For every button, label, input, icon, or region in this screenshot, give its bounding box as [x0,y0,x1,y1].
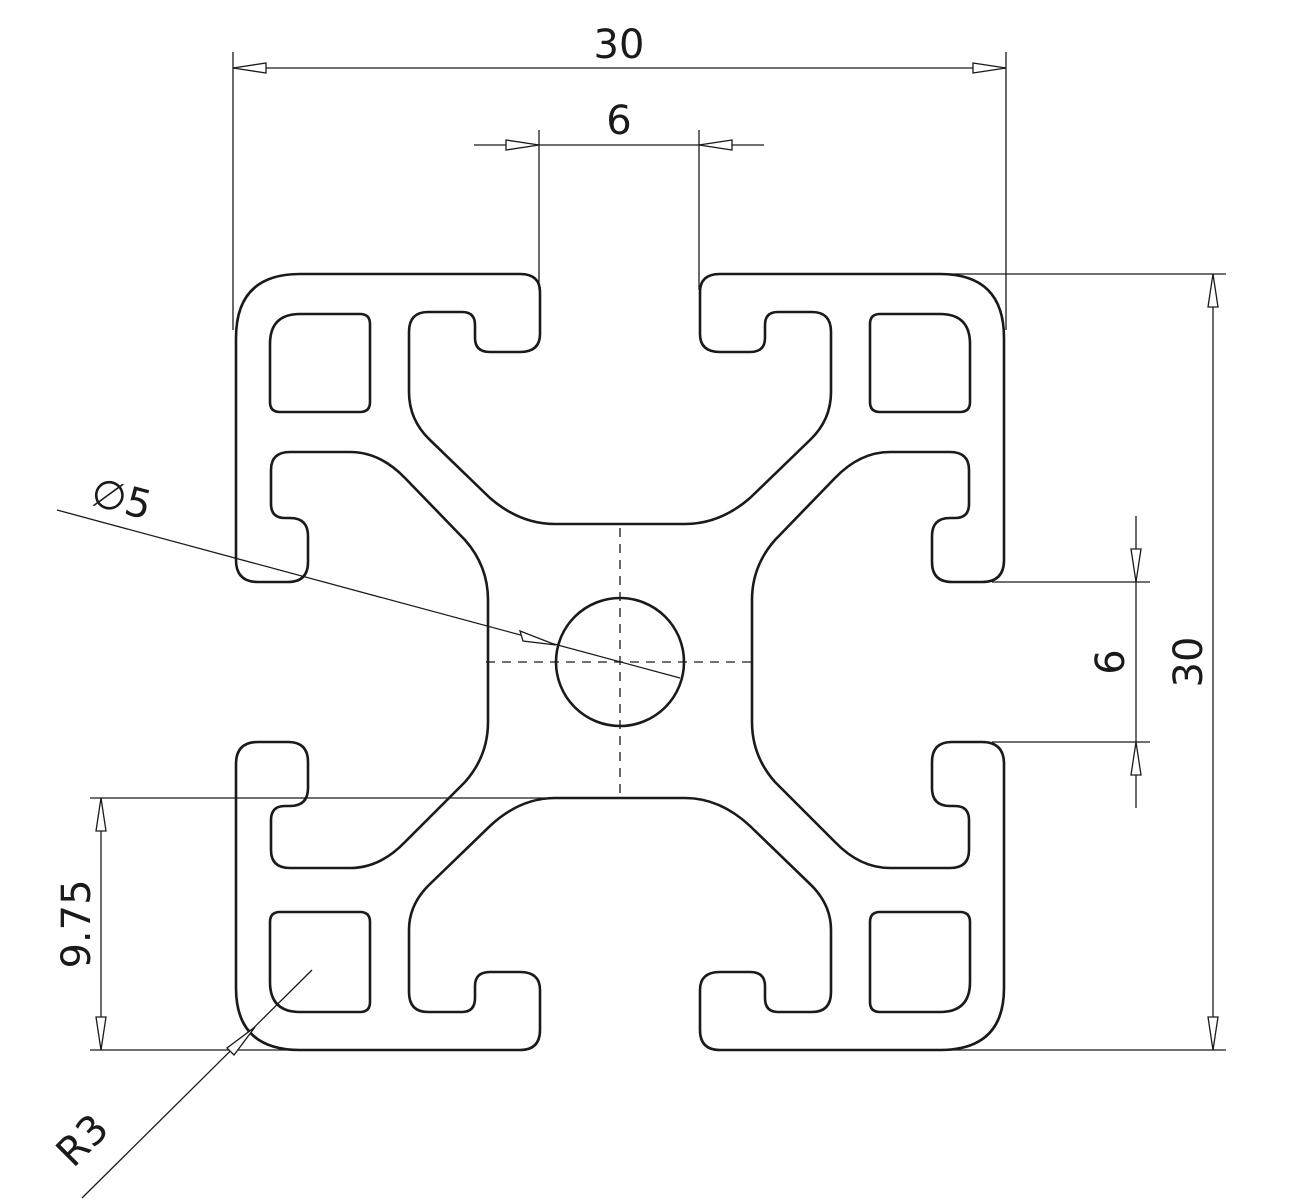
dimension-label-radius: R3 [48,1106,118,1176]
dimension-arrow [1207,1016,1219,1051]
leader-line [56,509,681,679]
dimension-label-width: 30 [594,22,645,68]
dimension-arrow [505,139,540,151]
dimension-slot-top-6: 6 [474,98,764,290]
dimension-arrow [1130,548,1142,583]
corner-cavity-top-left [268,312,372,414]
corner-cavity-top-right [868,312,972,414]
dimension-arrow [232,62,267,74]
dimension-arrow [1130,741,1142,776]
dimension-width-30: 30 [232,22,1007,330]
dimension-label-slot-top: 6 [606,98,631,144]
dimension-arrow [698,139,733,151]
dimension-offset-9-75: 9.75 [54,797,545,1051]
corner-cavity-bottom-right [868,910,972,1014]
dimension-label-offset: 9.75 [54,879,100,968]
dimension-bore-diameter: ∅5 [56,469,681,679]
dimension-arrow [95,1016,107,1051]
leader-line [81,969,313,1199]
dimension-arrow [95,797,107,832]
leader-arrow [226,1026,256,1056]
corner-cavity-bottom-left [268,910,372,1014]
dimension-label-height: 30 [1166,637,1212,688]
dimension-corner-radius: R3 [48,969,313,1199]
dimension-height-30: 30 [940,273,1226,1051]
leader-arrow [518,629,557,646]
dimension-label-slot-right: 6 [1088,649,1134,674]
dimension-slot-right-6: 6 [992,516,1150,808]
dimension-arrow [1207,273,1219,308]
dimension-arrow [972,62,1007,74]
